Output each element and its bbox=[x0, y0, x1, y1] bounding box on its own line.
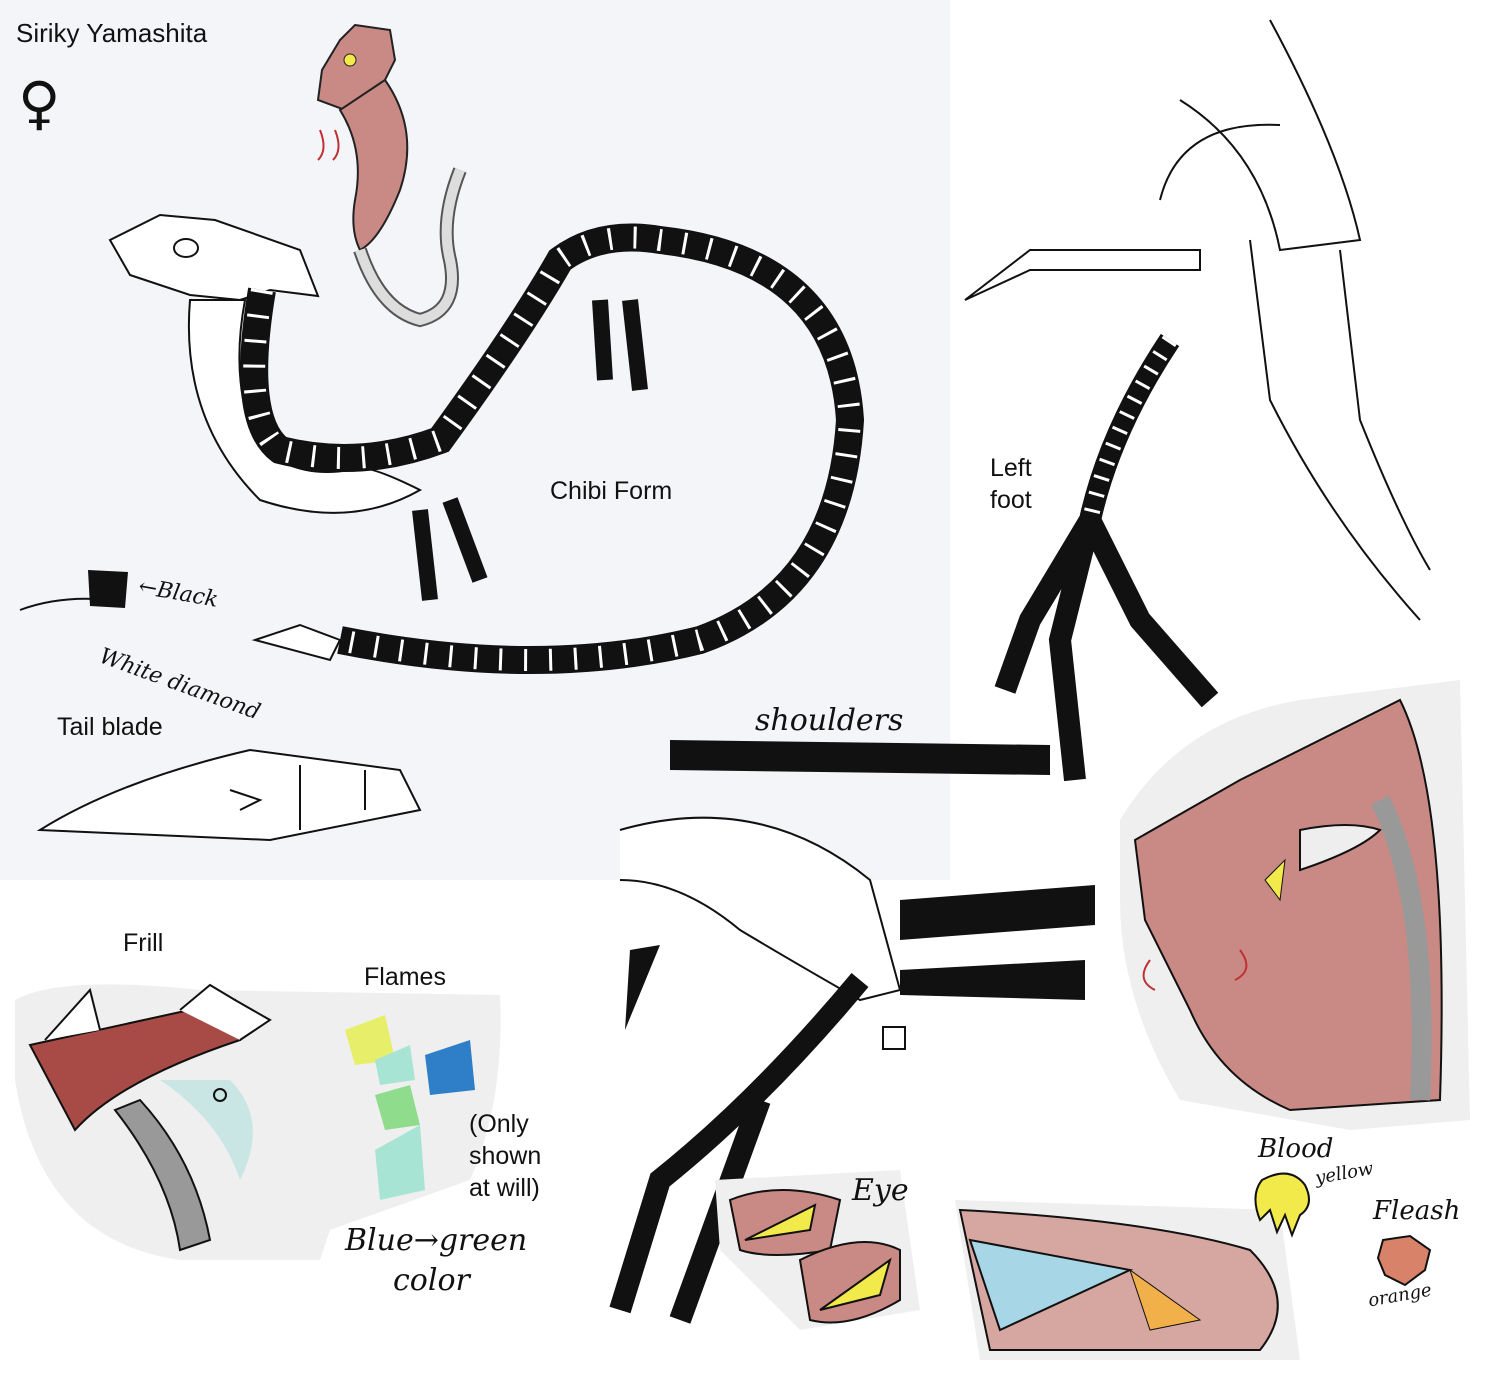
only-shown-label-3: at will) bbox=[469, 1174, 540, 1202]
character-name: Siriky Yamashita bbox=[16, 18, 208, 48]
chibi-dragon bbox=[108, 213, 865, 674]
chibi-tail-blade bbox=[251, 623, 342, 662]
flame-swatches bbox=[345, 1015, 475, 1200]
blood-label: Blood bbox=[1258, 1134, 1334, 1164]
eyes-cutout bbox=[715, 1170, 920, 1330]
female-symbol-icon: ♀ bbox=[18, 69, 61, 137]
neck-detail-drawing bbox=[964, 19, 1431, 621]
red-head-cutout bbox=[1120, 680, 1470, 1130]
chibi-form-label: Chibi Form bbox=[550, 477, 673, 505]
blue-green-label: Blue→green bbox=[345, 1223, 528, 1258]
shoulders-label: shoulders bbox=[755, 703, 904, 738]
frill-label: Frill bbox=[123, 929, 164, 957]
flesh-orange-swatch bbox=[1376, 1234, 1432, 1287]
left-foot-label-1: Left bbox=[990, 454, 1032, 482]
paper-background-right bbox=[950, 0, 1486, 640]
only-shown-label-1: (Only bbox=[469, 1110, 529, 1138]
chibi-head bbox=[108, 213, 320, 302]
paper-background bbox=[0, 0, 950, 880]
fleash-label: Fleash bbox=[1373, 1196, 1461, 1226]
only-shown-label-2: shown bbox=[469, 1142, 542, 1170]
eye-label: Eye bbox=[852, 1173, 909, 1208]
red-dragon-sketch bbox=[316, 23, 467, 328]
left-foot-label-2: foot bbox=[990, 486, 1032, 514]
mouth-cutout bbox=[955, 1200, 1300, 1360]
left-foot-drawing bbox=[994, 333, 1219, 782]
color-label: color bbox=[393, 1263, 470, 1298]
shoulders-drawing bbox=[609, 740, 1095, 1324]
tail-blade-drawing bbox=[36, 748, 422, 842]
blood-yellow-swatch bbox=[1254, 1172, 1310, 1238]
flames-label: Flames bbox=[364, 963, 446, 991]
pattern-legend bbox=[19, 570, 128, 611]
tail-blade-label: Tail blade bbox=[57, 713, 163, 741]
frill-cutout bbox=[15, 983, 501, 1260]
chibi-legs bbox=[412, 299, 648, 601]
